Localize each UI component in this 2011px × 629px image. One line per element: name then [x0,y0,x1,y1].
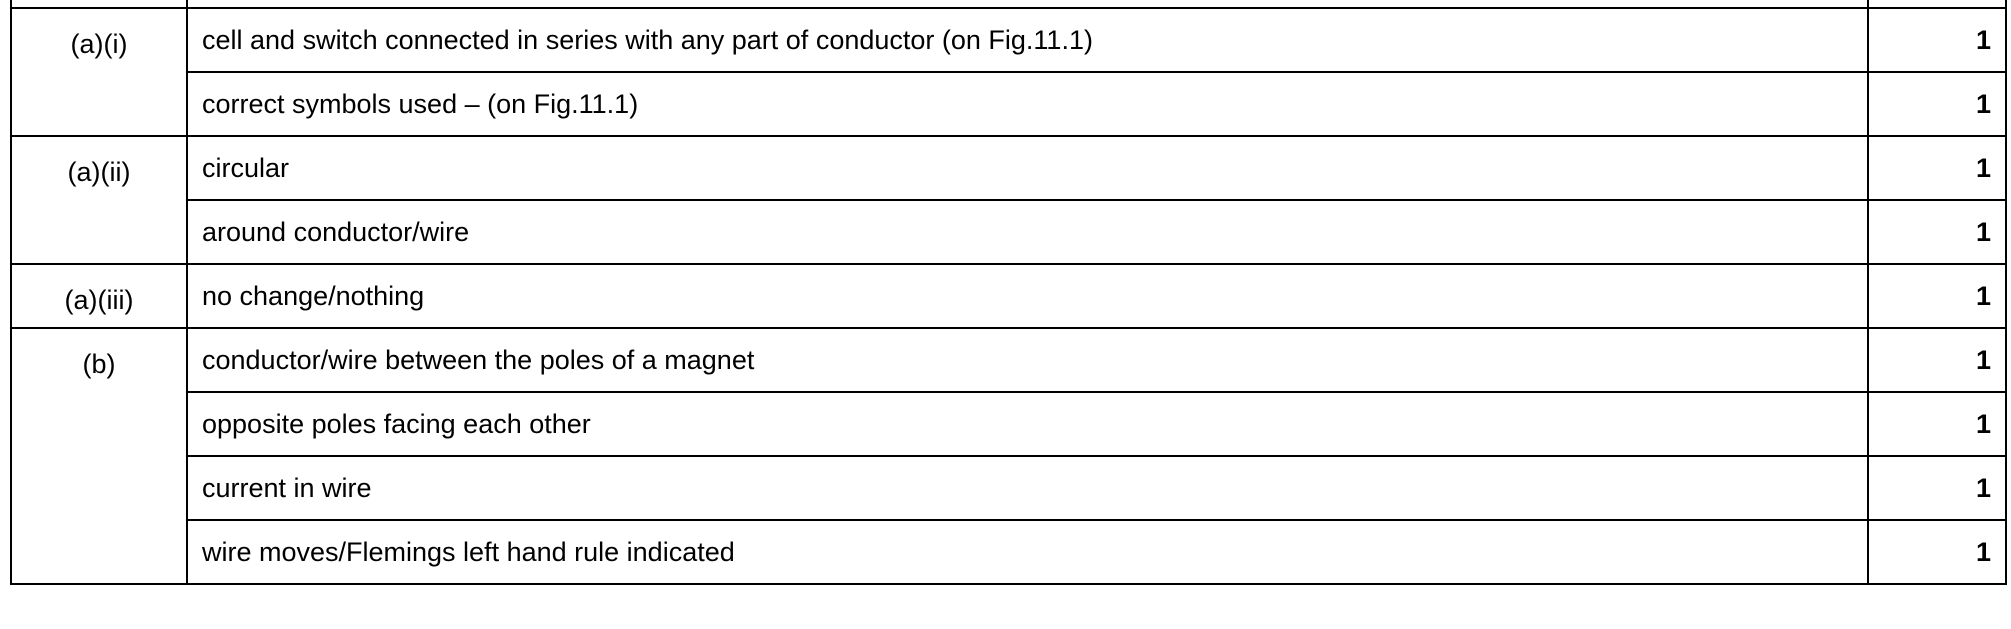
table-row: opposite poles facing each other 1 [11,391,2007,457]
answer-text: wire moves/Flemings left hand rule indic… [186,519,1869,585]
answer-text: circular [186,135,1869,201]
marks-value: 1 [1867,199,2007,265]
marks-value: 1 [1867,135,2007,201]
top-strip-cell [10,0,188,9]
marks-value: 1 [1867,519,2007,585]
question-number: (a)(i) [10,7,188,137]
answer-text: opposite poles facing each other [186,391,1869,457]
marks-value: 1 [1867,7,2007,73]
marks-value: 1 [1867,455,2007,521]
question-number: (b) [10,327,188,585]
table-row: (b) conductor/wire between the poles of … [10,327,2007,585]
table-row: correct symbols used – (on Fig.11.1) 1 [11,71,2007,137]
answer-text: cell and switch connected in series with… [186,7,1869,73]
table-row: (a)(i) cell and switch connected in seri… [10,7,2007,137]
table-row: (a)(ii) circular 1 [10,135,2007,265]
table-row: current in wire 1 [11,455,2007,521]
table-row: around conductor/wire 1 [11,199,2007,265]
mark-scheme-table: (a)(i) cell and switch connected in seri… [10,0,2007,585]
table-top-strip [10,0,2007,9]
marks-value: 1 [1867,263,2007,329]
question-number: (a)(iii) [10,263,188,329]
table-row: (a)(iii) no change/nothing 1 [10,263,2007,329]
table-row: wire moves/Flemings left hand rule indic… [11,519,2007,585]
answer-text: conductor/wire between the poles of a ma… [186,327,1869,393]
answer-text: correct symbols used – (on Fig.11.1) [186,71,1869,137]
marks-value: 1 [1867,71,2007,137]
question-number: (a)(ii) [10,135,188,265]
answer-text: around conductor/wire [186,199,1869,265]
answer-text: current in wire [186,455,1869,521]
answer-text: no change/nothing [186,263,1869,329]
top-strip-cell [1867,0,2007,9]
marks-value: 1 [1867,391,2007,457]
top-strip-cell [186,0,1869,9]
marks-value: 1 [1867,327,2007,393]
